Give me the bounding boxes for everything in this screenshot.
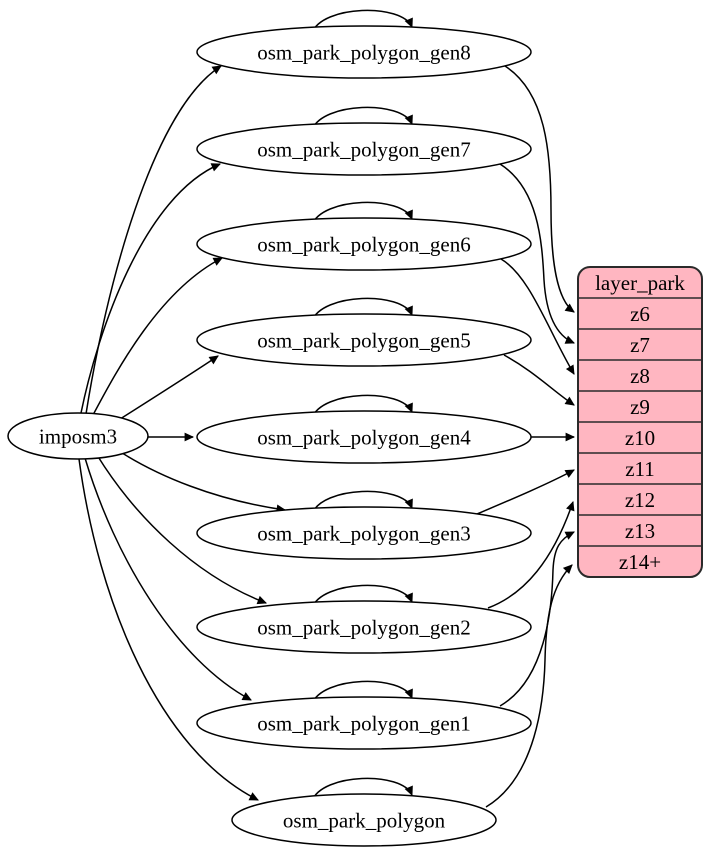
edge-osm_park_polygon_gen7-to-z7 [499,163,575,344]
table-layer: layer_park z6 z7 z8 z9 z10 z11 z12 z13 z14+ [577,266,703,578]
node-osm_park_polygon_gen1: osm_park_polygon_gen1 [196,696,532,750]
node-label: osm_park_polygon_gen1 [257,711,470,735]
node-osm_park_polygon: osm_park_polygon [231,793,497,847]
edge-osm_park_polygon_gen5-to-osm_park_polygon_gen5 [311,297,413,322]
edge-osm_park_polygon_gen8-to-osm_park_polygon_gen8 [311,9,413,34]
edge-osm_park_polygon_gen2-to-z12 [487,501,575,609]
edge-imposm3-to-osm_park_polygon_gen3 [118,450,287,514]
node-shape [196,506,532,560]
edge-osm_park_polygon_gen3-to-z11 [476,469,575,515]
node-label: imposm3 [39,424,117,448]
node-label: osm_park_polygon_gen4 [257,425,471,449]
node-label: osm_park_polygon_gen8 [257,40,470,64]
node-label: osm_park_polygon_gen3 [257,521,470,545]
edge-imposm3-to-osm_park_polygon_gen6 [92,257,223,416]
layer-row-label-z7: z7 [630,333,650,357]
edge-osm_park_polygon-to-z14+ [485,564,573,808]
edge-osm_park_polygon_gen6-to-osm_park_polygon_gen6 [311,201,413,226]
edge-osm_park_polygon_gen3-to-osm_park_polygon_gen3 [311,490,413,515]
edge-imposm3-to-osm_park_polygon [78,458,259,801]
edge-imposm3-to-osm_park_polygon_gen5 [116,355,219,422]
layer-row-label-z10: z10 [625,426,655,450]
node-layer: imposm3 osm_park_polygon_gen8 osm_park_pol… [7,25,532,847]
node-label: osm_park_polygon_gen7 [257,137,470,161]
node-shape [231,793,497,847]
edge-osm_park_polygon_gen4-to-osm_park_polygon_gen4 [311,394,413,419]
edge-osm_park_polygon_gen7-to-osm_park_polygon_gen7 [311,106,413,131]
layer-row-label-z12: z12 [625,488,655,512]
node-label: osm_park_polygon [283,808,446,832]
node-shape [196,122,532,176]
node-shape [196,600,532,654]
node-shape [7,412,149,460]
layer-row-label-z14+: z14+ [619,550,661,574]
layer-row-label-z11: z11 [625,457,655,481]
edge-osm_park_polygon_gen1-to-z13 [499,531,575,707]
node-shape [196,217,532,271]
node-osm_park_polygon_gen6: osm_park_polygon_gen6 [196,217,532,271]
node-imposm3: imposm3 [7,412,149,460]
edge-layer [78,9,576,808]
node-osm_park_polygon_gen3: osm_park_polygon_gen3 [196,506,532,560]
node-label: osm_park_polygon_gen5 [257,328,470,352]
node-osm_park_polygon_gen7: osm_park_polygon_gen7 [196,122,532,176]
layer-row-label-z13: z13 [625,519,655,543]
edge-imposm3-to-osm_park_polygon_gen2 [96,454,267,605]
edge-imposm3-to-osm_park_polygon_gen7 [80,163,221,414]
layer-row-label-z9: z9 [630,395,650,419]
layer-row-label-z6: z6 [630,302,650,326]
edge-imposm3-to-osm_park_polygon_gen1 [84,457,252,701]
edge-osm_park_polygon_gen2-to-osm_park_polygon_gen2 [311,584,413,609]
node-label: osm_park_polygon_gen2 [257,615,470,639]
edge-osm_park_polygon_gen8-to-z6 [504,65,575,313]
node-shape [196,25,532,79]
node-shape [196,410,532,464]
node-osm_park_polygon_gen2: osm_park_polygon_gen2 [196,600,532,654]
node-shape [196,313,532,367]
node-osm_park_polygon_gen4: osm_park_polygon_gen4 [196,410,532,464]
edge-imposm3-to-osm_park_polygon_gen8 [85,65,222,415]
edge-osm_park_polygon-to-osm_park_polygon [311,777,413,802]
node-shape [196,696,532,750]
edge-osm_park_polygon_gen6-to-z8 [500,258,575,375]
edge-osm_park_polygon_gen5-to-z9 [503,354,575,406]
node-osm_park_polygon_gen5: osm_park_polygon_gen5 [196,313,532,367]
node-label: osm_park_polygon_gen6 [257,232,470,256]
layer-table: layer_park z6 z7 z8 z9 z10 z11 z12 z13 z14+ [577,266,703,578]
node-osm_park_polygon_gen8: osm_park_polygon_gen8 [196,25,532,79]
layer-row-label-z8: z8 [630,364,650,388]
edge-osm_park_polygon_gen1-to-osm_park_polygon_gen1 [311,680,413,705]
layer-table-title: layer_park [595,271,685,295]
